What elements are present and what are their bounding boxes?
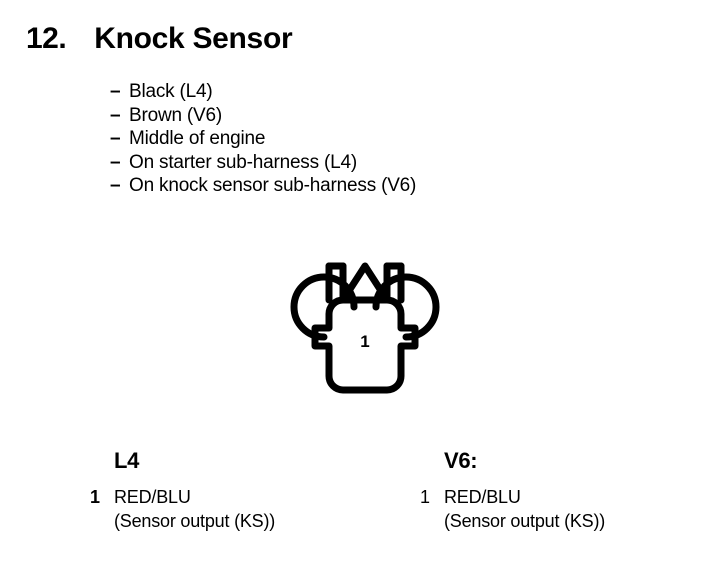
pin-detail: RED/BLU (Sensor output (KS)) — [444, 486, 605, 533]
spec-list: – Black (L4) – Brown (V6) – Middle of en… — [110, 80, 630, 198]
list-item: – On starter sub-harness (L4) — [110, 151, 630, 175]
list-item-label: Middle of engine — [129, 128, 266, 149]
list-item: – Middle of engine — [110, 127, 630, 151]
list-item-label: Black (L4) — [129, 81, 213, 102]
pin-table-v6: V6: 1 RED/BLU (Sensor output (KS)) — [420, 448, 605, 533]
dash-bullet-icon: – — [110, 128, 121, 149]
page-title-number: 12. — [26, 22, 67, 55]
dash-bullet-icon: – — [110, 104, 121, 126]
list-item: – Black (L4) — [110, 80, 630, 104]
dash-bullet-icon: – — [110, 81, 121, 102]
dash-bullet-icon: – — [110, 151, 121, 173]
page-title-text: Knock Sensor — [94, 22, 293, 55]
list-item: – On knock sensor sub-harness (V6) — [110, 174, 630, 198]
list-item-label: On knock sensor sub-harness (V6) — [129, 175, 417, 196]
pin-description: (Sensor output (KS)) — [114, 510, 276, 531]
connector-pin-label: 1 — [360, 332, 370, 351]
list-item: – Brown (V6) — [110, 104, 630, 128]
pin-index: 1 — [90, 487, 101, 507]
connector-outline-icon — [290, 262, 440, 394]
pin-detail: RED/BLU (Sensor output (KS)) — [114, 486, 275, 533]
pin-description: (Sensor output (KS)) — [444, 510, 606, 531]
pin-wire-color: RED/BLU — [114, 487, 191, 507]
connector-diagram: 1 — [282, 252, 448, 408]
dash-bullet-icon: – — [110, 175, 121, 196]
pin-wire-color: RED/BLU — [444, 487, 521, 507]
pin-table-l4-heading: L4 — [114, 448, 140, 473]
pin-table-v6-heading: V6: — [444, 448, 478, 473]
pin-index: 1 — [420, 487, 431, 507]
pin-table-l4: L4 1 RED/BLU (Sensor output (KS)) — [90, 448, 275, 533]
page-title: 12. Knock Sensor — [26, 22, 293, 56]
table-row: 1 RED/BLU (Sensor output (KS)) — [420, 486, 605, 533]
list-item-label: Brown (V6) — [129, 104, 223, 126]
list-item-label: On starter sub-harness (L4) — [129, 151, 357, 173]
table-row: 1 RED/BLU (Sensor output (KS)) — [90, 486, 275, 533]
